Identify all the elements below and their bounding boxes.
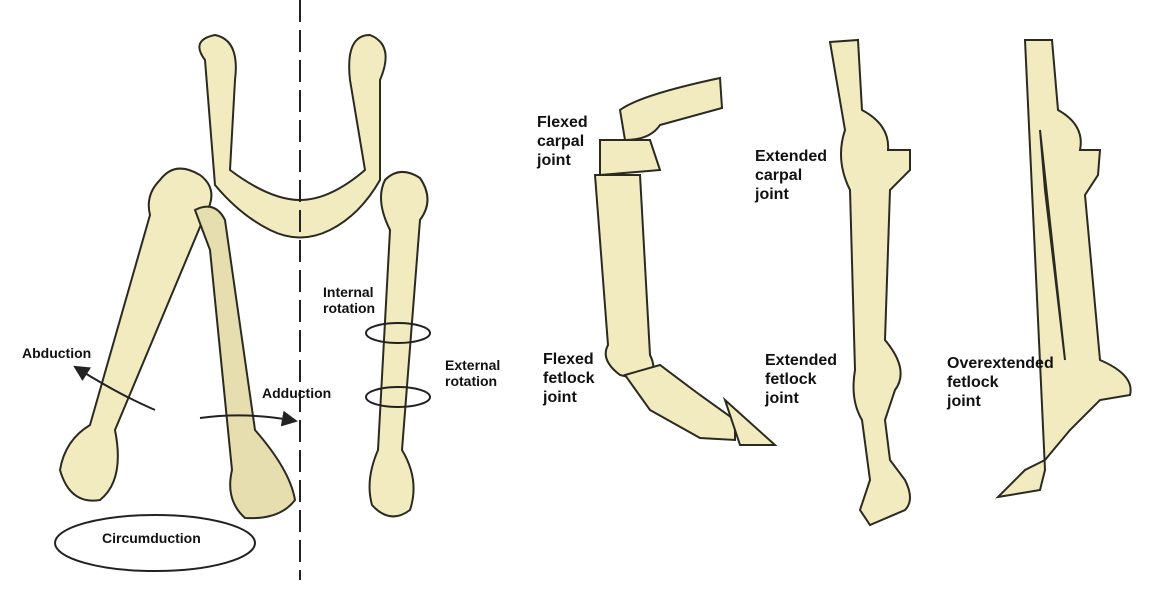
label-extended-fetlock: Extended fetlock joint — [765, 351, 837, 409]
label-abduction: Abduction — [22, 345, 92, 361]
label-flexed-fetlock: Flexed fetlock joint — [543, 350, 595, 408]
label-line: joint — [947, 393, 981, 411]
label-line: External — [445, 357, 501, 373]
overextended-limb — [995, 39, 1132, 499]
flexed-limb-carpus — [599, 139, 662, 177]
abduction-arrow — [73, 365, 156, 411]
flexed-limb-hoof — [722, 396, 778, 446]
adduction-arrow — [199, 410, 298, 427]
flexed-limb-radius — [618, 76, 724, 142]
pelvis — [198, 33, 387, 239]
flexed-limb-cannon — [593, 174, 655, 382]
label-line: joint — [543, 389, 577, 407]
label-line: carpal — [537, 133, 585, 151]
label-line: Extended — [755, 148, 828, 165]
circumduction-arrow — [54, 514, 256, 572]
flexed-limb-pastern — [623, 363, 736, 442]
extended-limb — [828, 38, 911, 527]
label-line: carpal — [755, 167, 803, 185]
label-internal-rotation: Internal rotation — [323, 284, 375, 316]
external-rotation-arrow — [365, 386, 431, 408]
internal-rotation-arrow — [365, 322, 431, 344]
label-adduction: Adduction — [262, 385, 332, 401]
label-overextended-fetlock: Overextended fetlock joint — [947, 354, 1054, 412]
label-line: joint — [755, 186, 789, 204]
label-line: rotation — [445, 373, 498, 390]
label-line: Internal — [323, 284, 374, 300]
label-line: Flexed — [537, 114, 588, 131]
label-line: rotation — [323, 300, 376, 317]
label-line: fetlock — [765, 371, 817, 389]
label-line: Flexed — [543, 351, 594, 368]
label-line: fetlock — [543, 370, 595, 388]
label-line: fetlock — [947, 374, 999, 392]
label-line: joint — [765, 390, 799, 408]
femur-rotation — [368, 171, 429, 518]
label-external-rotation: External rotation — [445, 357, 500, 389]
label-flexed-carpal: Flexed carpal joint — [537, 113, 588, 171]
label-line: Extended — [765, 352, 838, 369]
label-extended-carpal: Extended carpal joint — [755, 147, 827, 205]
label-circumduction: Circumduction — [102, 530, 201, 546]
femur-abducted — [58, 167, 213, 502]
femur-adducted — [193, 205, 297, 520]
label-line: Overextended — [947, 355, 1054, 372]
label-line: joint — [537, 152, 571, 170]
